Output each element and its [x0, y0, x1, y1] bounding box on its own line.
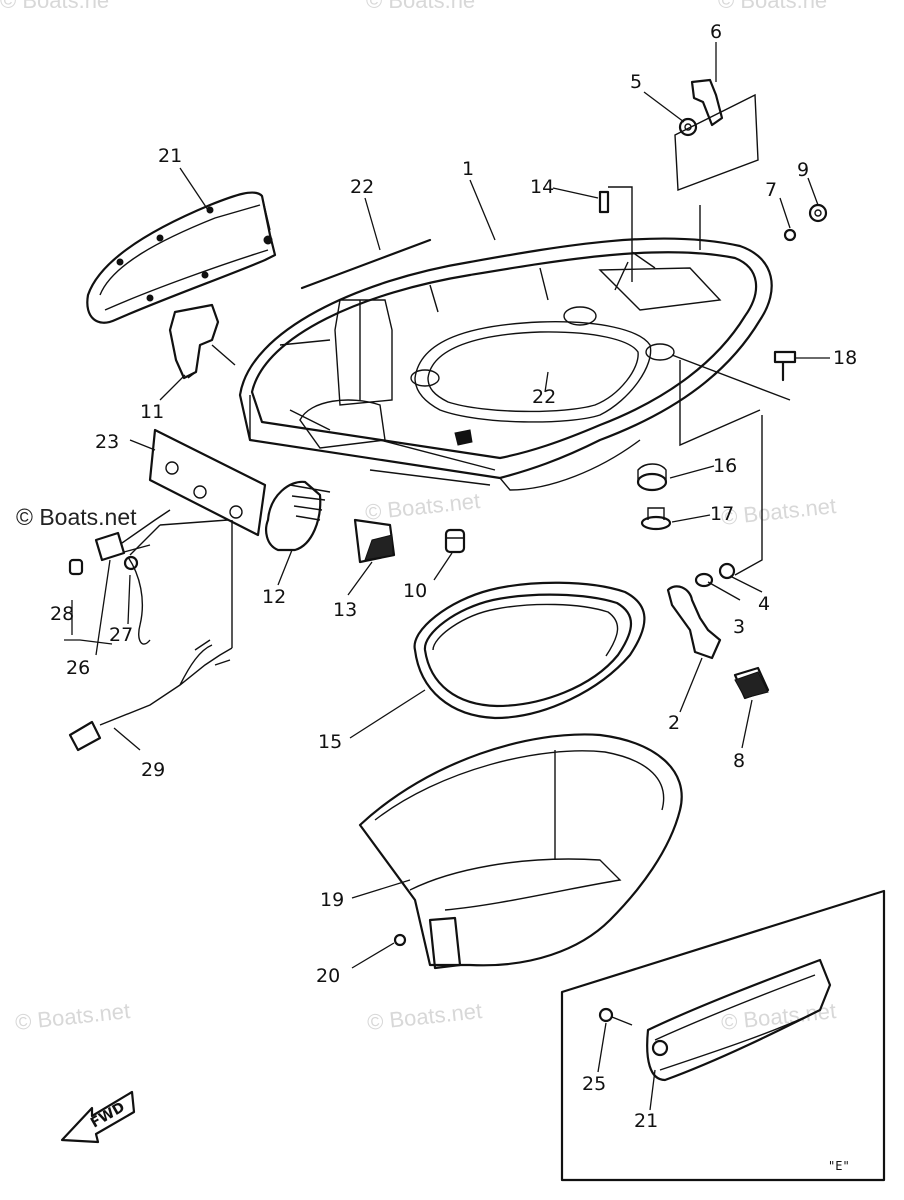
watermark-left: © Boats.net	[16, 504, 137, 530]
bolt-20-part	[393, 933, 407, 947]
callout-22-top: 22	[350, 176, 374, 198]
label-plate-part	[148, 428, 267, 537]
bracket-13-part	[353, 518, 396, 564]
callout-21-inset: 21	[634, 1110, 658, 1132]
clip-6-part	[690, 78, 724, 127]
callout-numbers: 21 22 1 14 5 6 7 9 18 16 17 22 11 23 12 …	[50, 21, 857, 1132]
callout-28: 28	[50, 603, 74, 625]
callout-18: 18	[833, 347, 857, 369]
watermark-top-center: © Boats.ne	[366, 0, 475, 13]
callout-11: 11	[140, 401, 164, 423]
leader-lines	[64, 42, 830, 1111]
grommet-10-part	[444, 528, 466, 554]
callout-29: 29	[141, 759, 165, 781]
callout-25: 25	[582, 1073, 606, 1095]
callout-16: 16	[713, 455, 737, 477]
callout-14: 14	[530, 176, 554, 198]
cable-29-part	[68, 639, 233, 752]
bracket-2-part	[666, 585, 722, 660]
grommet-9-part	[808, 203, 828, 223]
callout-12: 12	[262, 586, 286, 608]
bottom-cowling-part	[238, 237, 773, 491]
callout-23: 23	[95, 431, 119, 453]
grommet-16-part	[636, 463, 668, 492]
screw-25-part	[598, 1007, 633, 1026]
nut-4-part	[718, 562, 736, 580]
callout-26: 26	[66, 657, 90, 679]
washer-3-part	[694, 572, 714, 588]
callout-19: 19	[320, 889, 344, 911]
callout-2: 2	[668, 712, 680, 734]
callout-7: 7	[765, 179, 777, 201]
watermark-lower-left: © Boats.net	[14, 998, 131, 1035]
callout-22-inner: 22	[532, 386, 556, 408]
bolt-18-part	[773, 350, 797, 382]
callout-3: 3	[733, 616, 745, 638]
cap-8-part	[733, 666, 770, 700]
callout-27: 27	[109, 624, 133, 646]
fwd-arrow-icon: FWD	[60, 1090, 136, 1144]
gasket-part	[413, 581, 646, 720]
watermark-top-right: © Boats.ne	[718, 0, 827, 13]
lanyard-27-part	[123, 555, 151, 645]
callout-15: 15	[318, 731, 342, 753]
callout-10: 10	[403, 580, 427, 602]
boot-part	[265, 480, 331, 552]
watermark-mid-center: © Boats.net	[364, 488, 481, 525]
inset-box	[560, 889, 886, 1182]
callout-21-top: 21	[158, 145, 182, 167]
callout-8: 8	[733, 750, 745, 772]
side-cover-part	[86, 191, 277, 324]
callout-17: 17	[710, 503, 734, 525]
seal-strip-part	[300, 238, 432, 290]
watermark-lower-center: © Boats.net	[366, 998, 483, 1035]
collar-17-part	[640, 507, 672, 531]
callout-6: 6	[710, 21, 722, 43]
cap-28-part	[68, 558, 84, 576]
callout-20: 20	[316, 965, 340, 987]
screw-7-part	[783, 228, 797, 242]
lever-part	[168, 303, 236, 380]
callout-5: 5	[630, 71, 642, 93]
callout-1: 1	[462, 158, 474, 180]
watermark-mid-right: © Boats.net	[720, 493, 837, 530]
variant-tag: "E"	[828, 1159, 850, 1173]
lower-case-part	[358, 733, 683, 970]
screw-14-part	[598, 190, 610, 214]
callout-13: 13	[333, 599, 357, 621]
watermark-top-left: © Boats.ne	[0, 0, 109, 13]
callout-9: 9	[797, 159, 809, 181]
callout-4: 4	[758, 593, 770, 615]
